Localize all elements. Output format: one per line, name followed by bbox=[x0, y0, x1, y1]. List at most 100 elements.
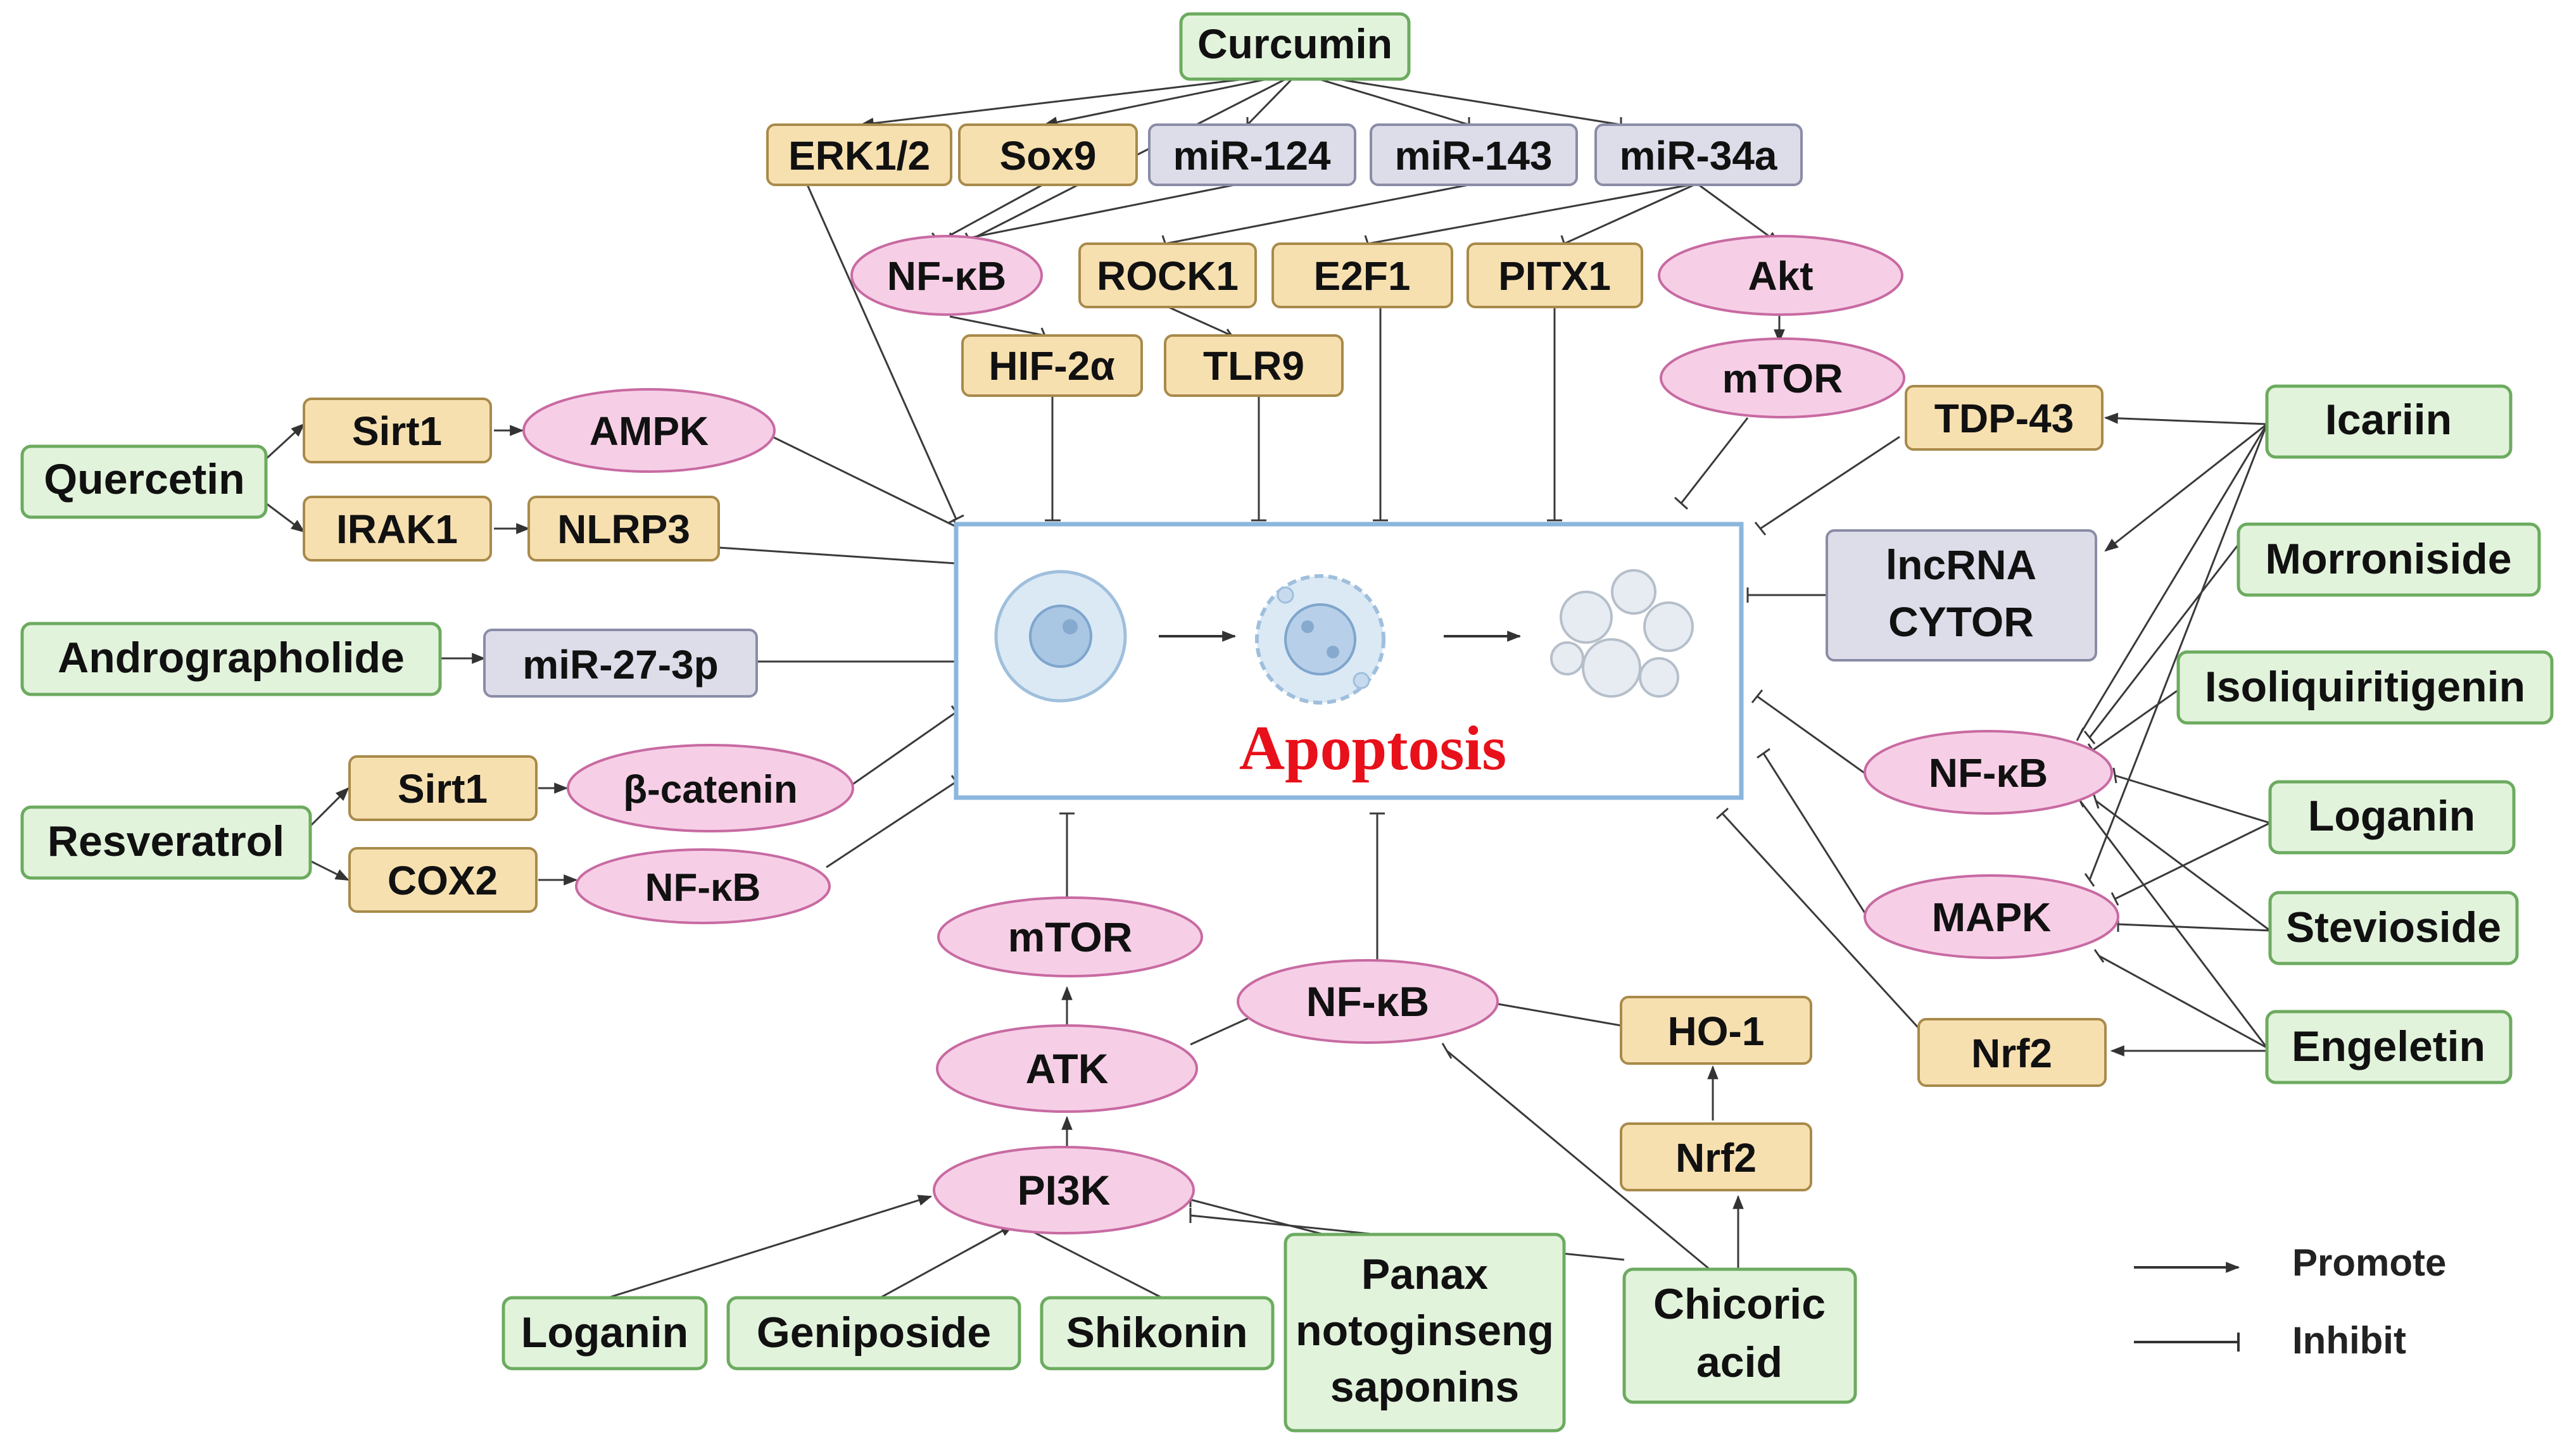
node-pi3k: PI3K bbox=[933, 1146, 1195, 1234]
node-atk: ATK bbox=[936, 1024, 1198, 1113]
node-mir273p: miR-27-3p bbox=[483, 629, 758, 698]
edge-curcumin-erk bbox=[859, 72, 1299, 129]
svg-text:ROCK1: ROCK1 bbox=[1097, 253, 1239, 299]
svg-text:Loganin: Loganin bbox=[521, 1309, 688, 1357]
node-hif2a: HIF-2α bbox=[961, 334, 1143, 397]
edge-engeletin-nfkb bbox=[2079, 800, 2268, 1048]
node-engeletin: Engeletin bbox=[2265, 1010, 2513, 1084]
node-nfkb-bottom: NF-κB bbox=[1237, 959, 1499, 1044]
node-nfkb-right: NF-κB bbox=[1864, 730, 2113, 815]
edge-res-sirt1 bbox=[309, 787, 350, 827]
protein-nodes: ERK1/2 Sox9 ROCK1 E2F1 PITX1 HIF-2α TLR9 bbox=[303, 123, 2107, 1191]
edge-icariin-nfkb bbox=[2079, 424, 2268, 735]
svg-text:HO-1: HO-1 bbox=[1668, 1008, 1765, 1054]
edge-ho1-nfkb bbox=[1494, 1002, 1622, 1027]
edge-curcumin-sox9 bbox=[1043, 72, 1299, 128]
node-rock1: ROCK1 bbox=[1078, 242, 1257, 308]
svg-text:Stevioside: Stevioside bbox=[2286, 903, 2501, 951]
svg-text:PITX1: PITX1 bbox=[1498, 253, 1611, 299]
edge-stevioside-mapk bbox=[2117, 923, 2271, 932]
node-nfkb-resveratrol: NF-κB bbox=[575, 848, 831, 924]
rna-nodes: miR-124 miR-143 miR-34a miR-27-3p lncRNA… bbox=[483, 123, 2097, 698]
svg-text:saponins: saponins bbox=[1330, 1363, 1520, 1411]
edge-loganin-mapk bbox=[2114, 822, 2271, 900]
edge-sox9-nfkb bbox=[940, 182, 1045, 242]
node-mir34a: miR-34a bbox=[1594, 123, 1803, 186]
edge-stevioside-nfkb bbox=[2095, 800, 2271, 932]
edge-isoliq-nfkb bbox=[2092, 689, 2179, 751]
node-quercetin: Quercetin bbox=[20, 444, 268, 519]
edge-quercetin-sirt1 bbox=[265, 423, 305, 460]
svg-text:TLR9: TLR9 bbox=[1203, 343, 1304, 389]
edge-shikonin-pi3k bbox=[1019, 1224, 1163, 1299]
node-tlr9: TLR9 bbox=[1164, 334, 1344, 397]
edge-mapk-apoptosis bbox=[1762, 753, 1869, 919]
svg-text:lncRNA: lncRNA bbox=[1886, 541, 2036, 588]
edge-ampk-apoptosis bbox=[772, 436, 957, 528]
edge-res-cox2 bbox=[310, 860, 350, 881]
edge-engeletin-mapk bbox=[2098, 955, 2268, 1049]
compound-nodes: Curcumin Quercetin Andrographolide Resve… bbox=[20, 12, 2554, 1433]
legend: Promote Inhibit bbox=[2134, 1241, 2446, 1362]
apoptosis-panel: Apoptosis bbox=[954, 522, 1744, 800]
svg-text:miR-143: miR-143 bbox=[1395, 133, 1553, 179]
node-icariin: Icariin bbox=[2265, 384, 2513, 459]
edge-rock1-tlr9 bbox=[1168, 306, 1232, 337]
node-lncrna-cytor: lncRNA CYTOR bbox=[1826, 529, 2097, 662]
svg-text:PI3K: PI3K bbox=[1018, 1167, 1111, 1214]
svg-text:Curcumin: Curcumin bbox=[1197, 20, 1392, 67]
svg-text:ERK1/2: ERK1/2 bbox=[788, 133, 930, 179]
svg-text:β-catenin: β-catenin bbox=[623, 768, 798, 812]
svg-text:Sox9: Sox9 bbox=[1000, 133, 1097, 179]
node-sirt1-quercetin: Sirt1 bbox=[303, 398, 492, 463]
edge-mir124-nfkb bbox=[956, 182, 1242, 242]
svg-text:miR-27-3p: miR-27-3p bbox=[522, 642, 718, 687]
svg-text:IRAK1: IRAK1 bbox=[336, 506, 458, 552]
edge-chicoric-nfkb bbox=[1446, 1050, 1710, 1271]
edge-nfkbright-apoptosis bbox=[1757, 695, 1869, 777]
edges bbox=[265, 72, 2271, 1299]
svg-text:AMPK: AMPK bbox=[590, 408, 709, 454]
node-bcatenin: β-catenin bbox=[567, 744, 854, 832]
node-mir124: miR-124 bbox=[1148, 123, 1356, 186]
node-mapk: MAPK bbox=[1864, 874, 2119, 959]
node-tdp43: TDP-43 bbox=[1905, 385, 2104, 451]
node-morroniside: Morroniside bbox=[2236, 522, 2541, 597]
edge-morroniside-nfkb bbox=[2088, 544, 2240, 738]
node-andrographolide: Andrographolide bbox=[20, 622, 442, 696]
svg-text:ATK: ATK bbox=[1026, 1045, 1109, 1092]
svg-text:Panax: Panax bbox=[1361, 1250, 1489, 1298]
svg-text:E2F1: E2F1 bbox=[1314, 253, 1411, 299]
svg-text:Akt: Akt bbox=[1748, 253, 1813, 299]
edge-loganin-pi3k bbox=[607, 1195, 933, 1299]
node-panax: Panax notoginseng saponins bbox=[1284, 1233, 1566, 1433]
edge-tdp43-apoptosis bbox=[1760, 436, 1900, 530]
edge-nrf2-apoptosis bbox=[1721, 812, 1926, 1036]
edge-icariin-mapk bbox=[2088, 424, 2268, 881]
svg-text:acid: acid bbox=[1696, 1338, 1782, 1386]
svg-text:Isoliquiritigenin: Isoliquiritigenin bbox=[2205, 663, 2525, 711]
edge-mir143-rock1 bbox=[1164, 182, 1476, 245]
healthy-cell-icon bbox=[994, 570, 1127, 703]
node-geniposide: Geniposide bbox=[726, 1296, 1021, 1371]
apoptotic-bodies-icon bbox=[1550, 569, 1694, 698]
svg-text:Loganin: Loganin bbox=[2308, 792, 2475, 840]
node-mir143: miR-143 bbox=[1370, 123, 1578, 186]
svg-text:Resveratrol: Resveratrol bbox=[47, 817, 284, 865]
node-nlrp3: NLRP3 bbox=[527, 496, 720, 562]
edge-erk-apoptosis bbox=[806, 184, 957, 520]
svg-text:TDP-43: TDP-43 bbox=[1934, 396, 2074, 441]
node-nrf2-right: Nrf2 bbox=[1917, 1018, 2107, 1087]
edge-nfkb-hif2a bbox=[949, 315, 1045, 337]
edge-mir34a-pitx1 bbox=[1563, 182, 1698, 245]
svg-text:Andrographolide: Andrographolide bbox=[58, 634, 405, 682]
svg-text:NF-κB: NF-κB bbox=[645, 866, 761, 910]
edge-icariin-lncrna bbox=[2104, 423, 2268, 552]
edge-nlrp3-apoptosis bbox=[718, 546, 957, 565]
svg-text:Shikonin: Shikonin bbox=[1066, 1309, 1247, 1357]
svg-text:miR-34a: miR-34a bbox=[1620, 133, 1777, 179]
apoptosis-label: Apoptosis bbox=[1239, 713, 1506, 783]
svg-text:Chicoric: Chicoric bbox=[1653, 1280, 1826, 1328]
